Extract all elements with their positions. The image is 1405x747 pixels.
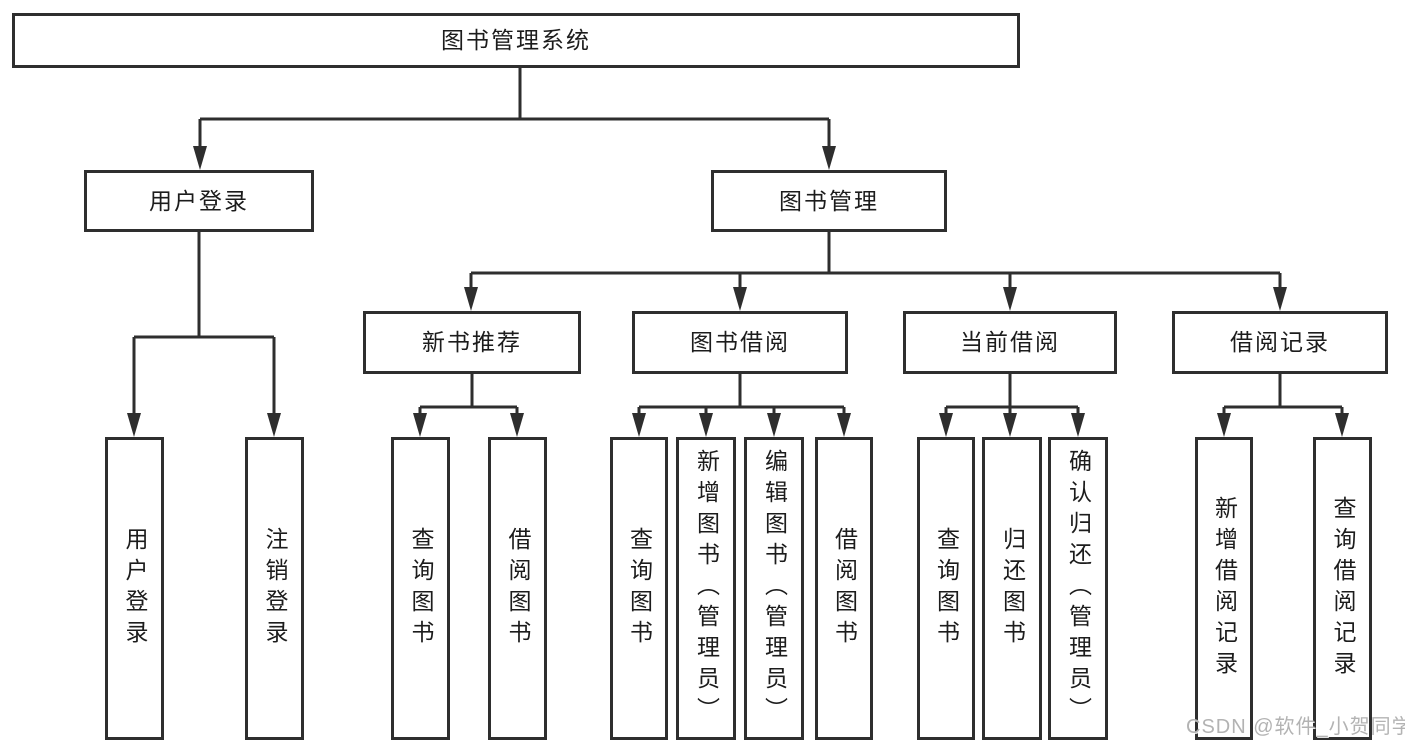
node-user-login: 用户登录 — [84, 170, 314, 232]
leaf-user-login: 用户登录 — [105, 437, 164, 740]
node-book-management: 图书管理 — [711, 170, 947, 232]
arrowhead-icon — [837, 413, 851, 437]
leaf-confirm-return-admin: 确认归还（管理员） — [1048, 437, 1108, 740]
arrowhead-icon — [632, 413, 646, 437]
arrowhead-icon — [127, 413, 141, 437]
arrowhead-icon — [1217, 413, 1231, 437]
leaf-borrow-books: 借阅图书 — [815, 437, 873, 740]
arrowhead-icon — [267, 413, 281, 437]
node-label: 借阅图书 — [505, 526, 531, 651]
node-borrow-record: 借阅记录 — [1172, 311, 1388, 374]
node-new-book-recommend: 新书推荐 — [363, 311, 581, 374]
node-label: 借阅记录 — [1230, 329, 1330, 355]
arrowhead-icon — [767, 413, 781, 437]
node-label: 图书管理 — [779, 187, 879, 214]
arrowhead-icon — [939, 413, 953, 437]
leaf-query-books: 查询图书 — [610, 437, 668, 740]
node-current-borrow: 当前借阅 — [903, 311, 1117, 374]
arrowhead-icon — [1273, 287, 1287, 311]
node-label: 确认归还（管理员） — [1065, 449, 1092, 728]
watermark: CSDN @软件_小贺同学 — [1186, 716, 1405, 738]
node-library-management-system: 图书管理系统 — [12, 13, 1020, 68]
node-label: 借阅图书 — [831, 526, 858, 651]
arrowhead-icon — [1335, 413, 1349, 437]
leaf-add-borrow-record: 新增借阅记录 — [1195, 437, 1253, 740]
node-label: 用户登录 — [122, 526, 148, 651]
leaf-edit-books-admin: 编辑图书（管理员） — [744, 437, 804, 740]
node-label: 查询图书 — [933, 526, 960, 651]
node-label: 归还图书 — [999, 526, 1026, 651]
node-label: 新增图书（管理员） — [693, 449, 720, 728]
arrowhead-icon — [1003, 413, 1017, 437]
arrowhead-icon — [464, 287, 478, 311]
arrowhead-icon — [510, 413, 524, 437]
node-label: 注销登录 — [262, 526, 288, 651]
node-label: 当前借阅 — [960, 329, 1060, 355]
node-label: 新增借阅记录 — [1211, 495, 1238, 682]
arrowhead-icon — [193, 146, 207, 170]
arrowhead-icon — [699, 413, 713, 437]
leaf-query-books: 查询图书 — [391, 437, 450, 740]
leaf-borrow-books: 借阅图书 — [488, 437, 547, 740]
node-label: 编辑图书（管理员） — [761, 449, 788, 728]
node-label: 用户登录 — [149, 187, 249, 214]
node-label: 查询借阅记录 — [1330, 495, 1356, 682]
arrowhead-icon — [1071, 413, 1085, 437]
arrowhead-icon — [1003, 287, 1017, 311]
node-label: 新书推荐 — [422, 329, 522, 355]
node-label: 图书管理系统 — [441, 27, 591, 53]
node-book-borrow: 图书借阅 — [632, 311, 848, 374]
arrowhead-icon — [822, 146, 836, 170]
arrowhead-icon — [733, 287, 747, 311]
node-label: 图书借阅 — [690, 329, 790, 355]
leaf-query-borrow-record: 查询借阅记录 — [1313, 437, 1372, 740]
node-label: 查询图书 — [626, 526, 653, 651]
leaf-add-books-admin: 新增图书（管理员） — [676, 437, 736, 740]
leaf-query-books: 查询图书 — [917, 437, 975, 740]
leaf-return-books: 归还图书 — [982, 437, 1042, 740]
node-label: 查询图书 — [408, 526, 434, 651]
arrowhead-icon — [413, 413, 427, 437]
leaf-logout: 注销登录 — [245, 437, 304, 740]
